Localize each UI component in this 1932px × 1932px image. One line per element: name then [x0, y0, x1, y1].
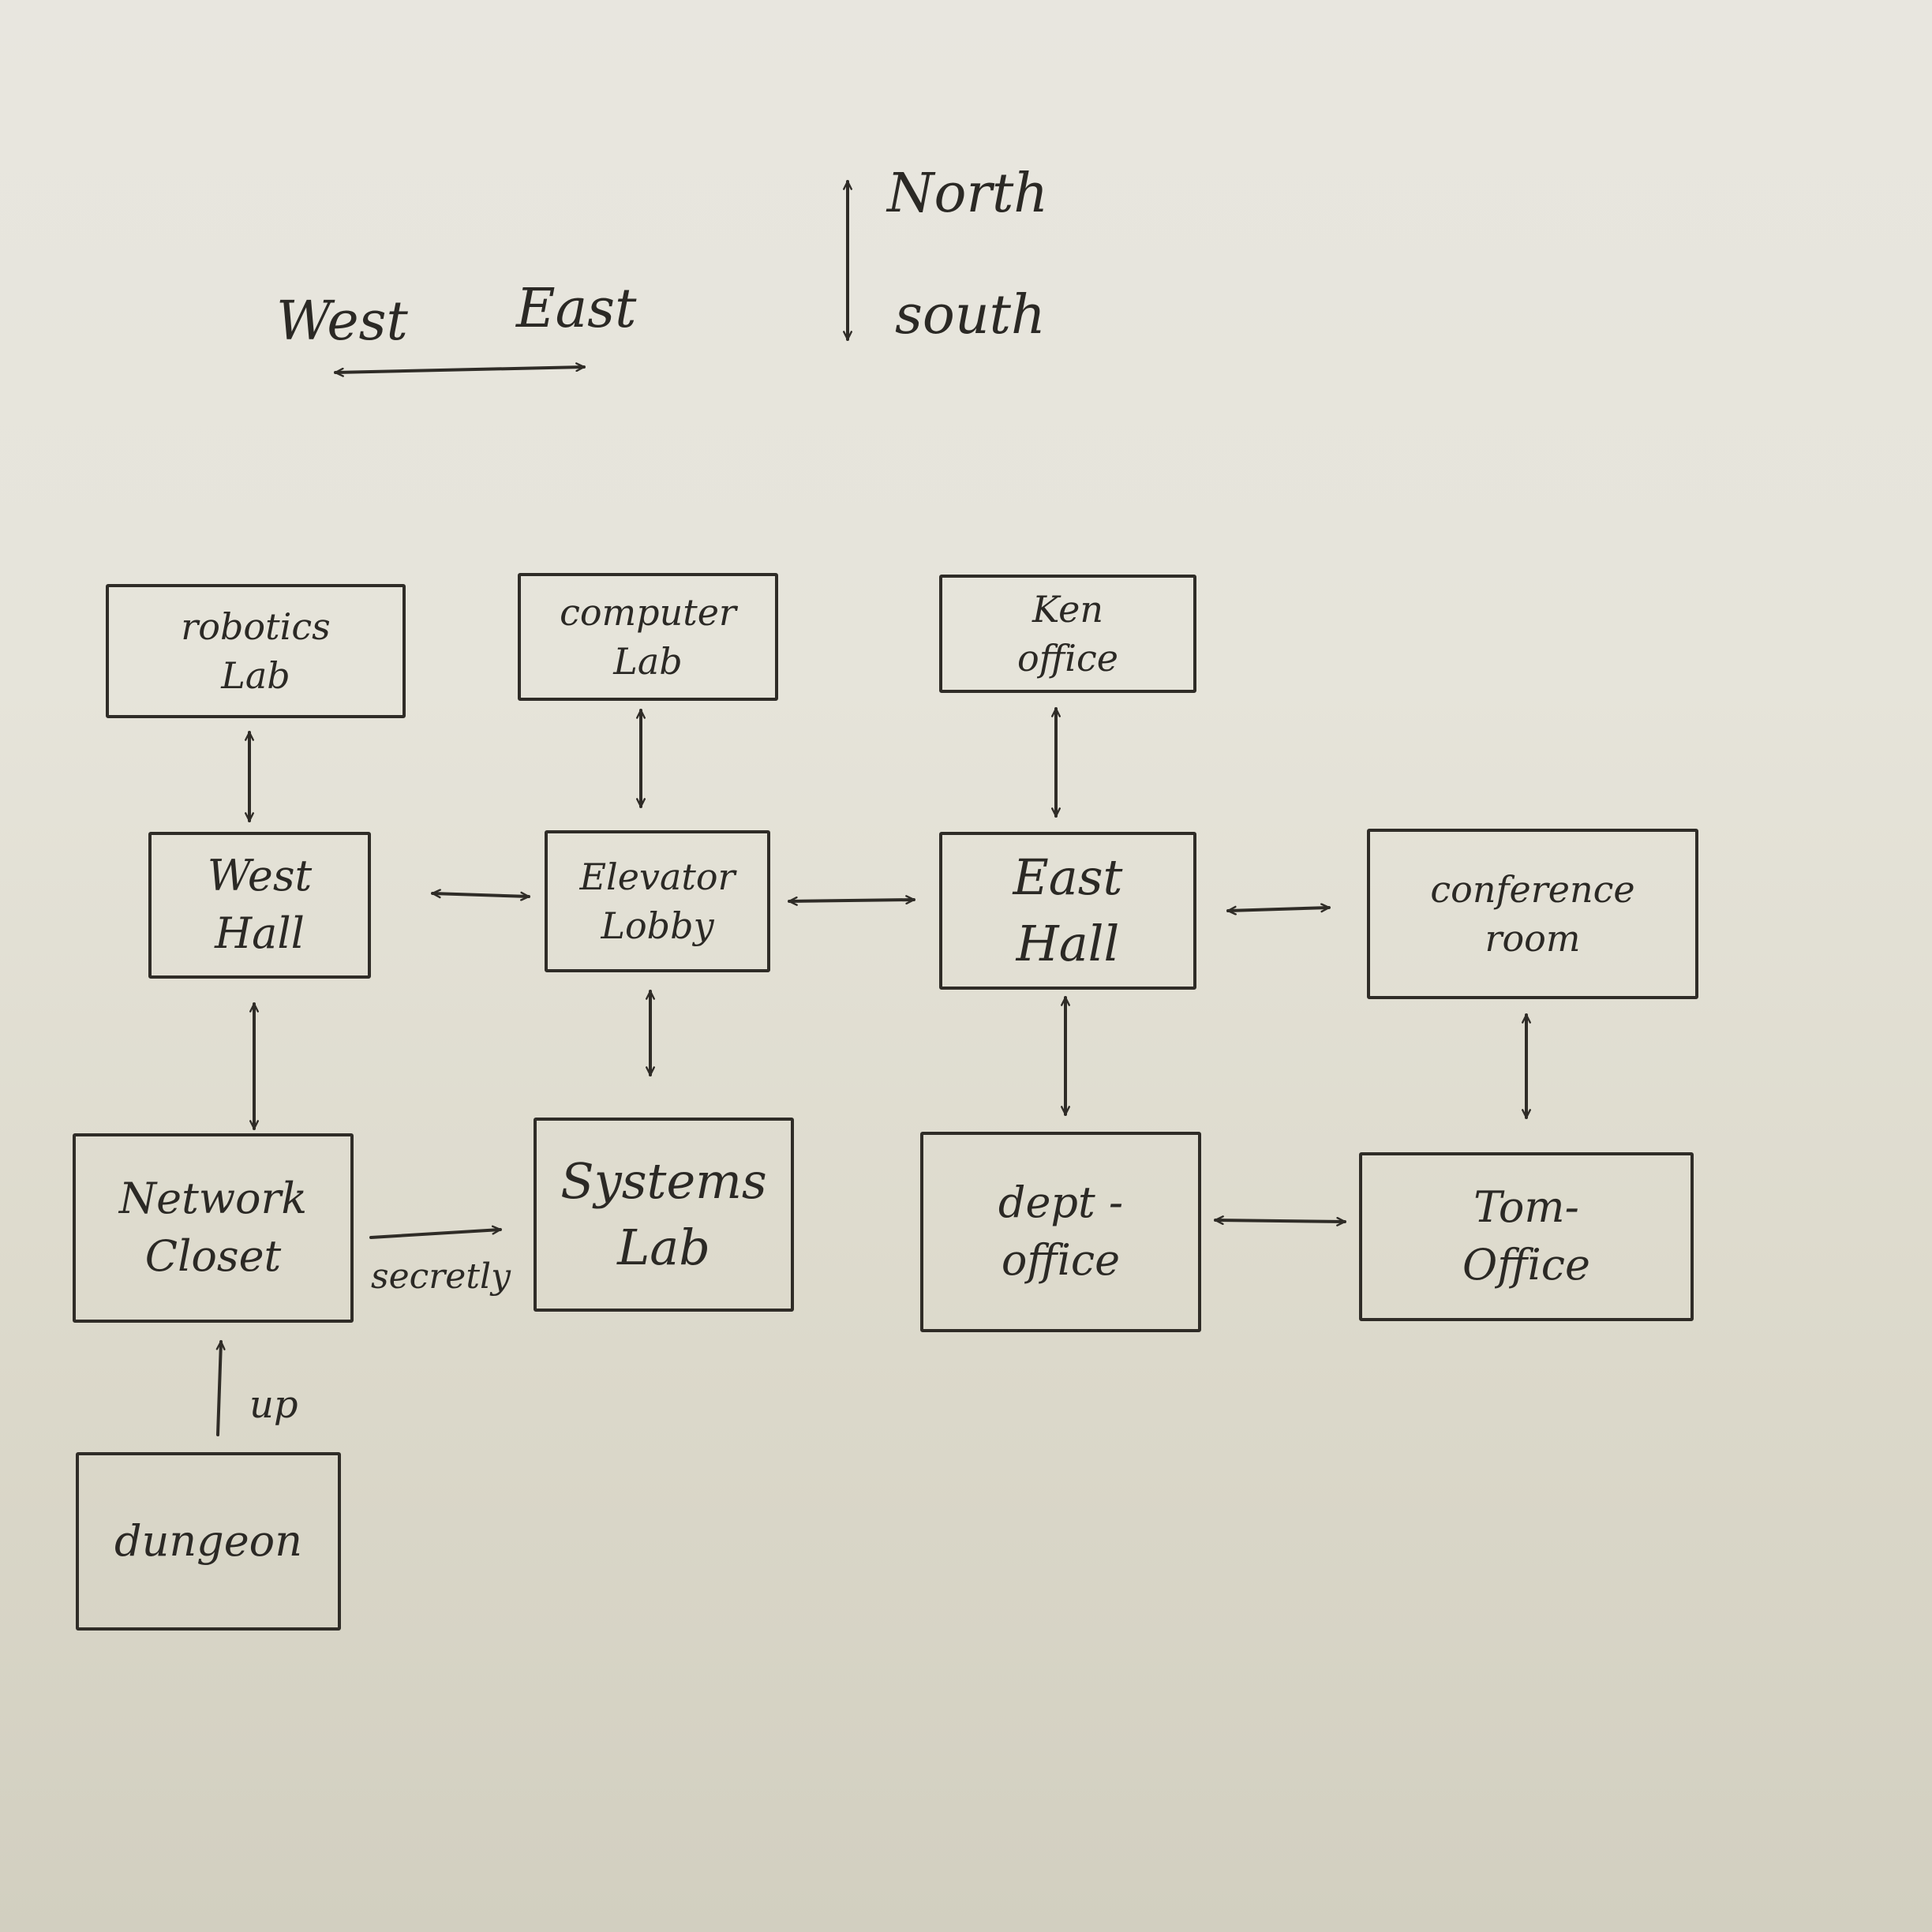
room-label-line1: conference [1430, 867, 1635, 911]
arrow-elevator-easthall [788, 895, 915, 906]
arrow-dept-tom [1214, 1215, 1346, 1226]
room-label-line1: robotics [181, 605, 331, 648]
room-computer-lab: computer Lab [518, 573, 778, 701]
room-label-line2: Lab [617, 1219, 710, 1276]
room-label-line1: Systems [560, 1152, 767, 1211]
arrow-network-systems-secret [369, 1225, 502, 1239]
room-conference-room: conference room [1367, 829, 1698, 999]
room-ken-office: Ken office [939, 575, 1196, 693]
room-label-line2: Hall [215, 908, 305, 958]
room-label-line2: room [1485, 917, 1581, 960]
room-dungeon: dungeon [76, 1452, 341, 1631]
room-elevator-lobby: Elevator Lobby [545, 830, 770, 972]
room-dept-office: dept - office [920, 1132, 1201, 1332]
room-label-line2: Lobby [601, 904, 714, 947]
room-label-line1: dept - [998, 1178, 1124, 1228]
room-label-line1: Network [118, 1174, 308, 1224]
room-systems-lab: Systems Lab [534, 1118, 794, 1312]
room-label-line2: office [1001, 1235, 1121, 1285]
room-network-closet: Network Closet [73, 1133, 354, 1323]
compass-east-label: East [516, 278, 637, 340]
room-label-line2: Office [1462, 1240, 1590, 1290]
arrow-westhall-elevator [431, 889, 530, 901]
edge-label-up: up [249, 1383, 298, 1427]
compass-west-label: West [276, 290, 408, 353]
room-label-line1: dungeon [114, 1515, 302, 1566]
room-label-line1: computer [560, 590, 736, 634]
room-label-line2: Lab [613, 640, 683, 683]
room-label-line1: Elevator [579, 855, 736, 898]
room-label-line1: West [207, 851, 313, 901]
arrow-easthall-conference [1226, 903, 1331, 915]
room-label-line2: Lab [221, 654, 290, 697]
room-label-line2: office [1017, 637, 1118, 680]
room-label-line2: Hall [1016, 915, 1120, 972]
compass-west-east-arrow [334, 362, 586, 377]
room-label-line1: Tom- [1473, 1182, 1579, 1233]
room-label-line2: Closet [144, 1231, 282, 1281]
room-robotics-lab: robotics Lab [106, 584, 406, 718]
room-east-hall: East Hall [939, 832, 1196, 990]
compass-north-label: North [887, 163, 1049, 225]
room-west-hall: West Hall [148, 832, 371, 979]
edge-label-secretly: secretly [371, 1256, 511, 1297]
room-label-line1: Ken [1032, 587, 1103, 631]
room-tom-office: Tom- Office [1359, 1152, 1694, 1321]
room-label-line1: East [1013, 848, 1123, 907]
arrow-dungeon-network-up [215, 1340, 226, 1436]
compass-south-label: south [895, 284, 1046, 346]
